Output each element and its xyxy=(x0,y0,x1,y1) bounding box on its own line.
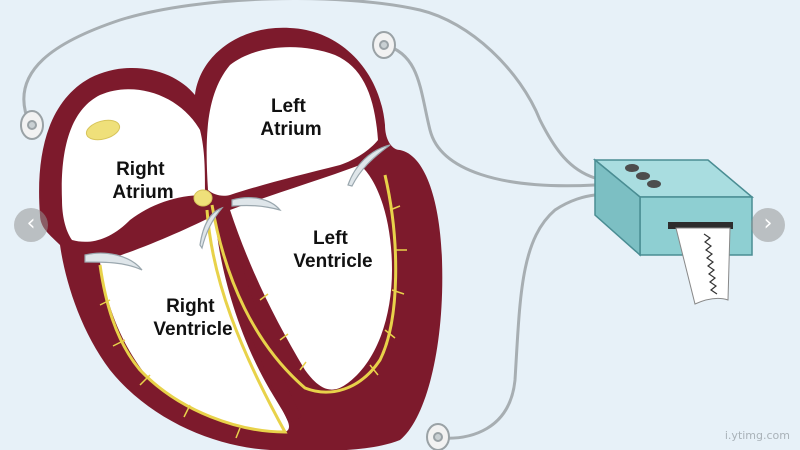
lead-wires xyxy=(22,0,596,440)
tricuspid-valve xyxy=(84,252,143,271)
ecg-paper-strip xyxy=(675,227,731,305)
bundle-right-branch xyxy=(98,209,288,434)
label-right-atrium: Right Atrium xyxy=(112,159,173,203)
wire-right-arm xyxy=(22,0,596,180)
chamber-labels: Right Atrium Left Atrium Right Ventricle… xyxy=(112,96,372,340)
aortic-valve xyxy=(347,144,391,187)
sa-node xyxy=(85,119,121,141)
machine-knobs xyxy=(625,164,661,188)
conduction-system xyxy=(98,174,407,439)
ecg-machine xyxy=(592,158,755,305)
electrode-leg xyxy=(426,423,450,450)
next-button[interactable]: › xyxy=(751,208,785,242)
wire-leg xyxy=(439,193,596,440)
wire-left-arm xyxy=(384,43,596,188)
electrode-right-arm xyxy=(20,110,44,140)
purkinje-fibers xyxy=(99,205,407,439)
prev-button[interactable]: ‹ xyxy=(14,208,48,242)
bundle-left-branch xyxy=(210,174,398,394)
mitral-valve xyxy=(231,197,282,212)
chevron-left-icon: ‹ xyxy=(26,211,36,236)
machine-side xyxy=(594,158,641,257)
ecg-trace xyxy=(703,233,718,295)
label-left-ventricle: Left Ventricle xyxy=(293,228,372,272)
electrodes xyxy=(20,31,450,450)
heart-valves xyxy=(84,144,391,271)
label-right-ventricle: Right Ventricle xyxy=(153,296,232,340)
septum xyxy=(215,203,302,423)
right-ventricle-chamber xyxy=(100,215,290,432)
chevron-right-icon: › xyxy=(763,211,773,236)
electrode-left-arm xyxy=(372,31,396,59)
paper-slot xyxy=(668,222,733,229)
label-left-atrium: Left Atrium xyxy=(260,96,321,140)
left-ventricle-chamber xyxy=(230,165,392,390)
septal-leaflet xyxy=(199,206,224,250)
left-atrium-chamber xyxy=(206,47,378,196)
av-node xyxy=(193,189,213,207)
watermark: i.ytimg.com xyxy=(724,429,790,442)
